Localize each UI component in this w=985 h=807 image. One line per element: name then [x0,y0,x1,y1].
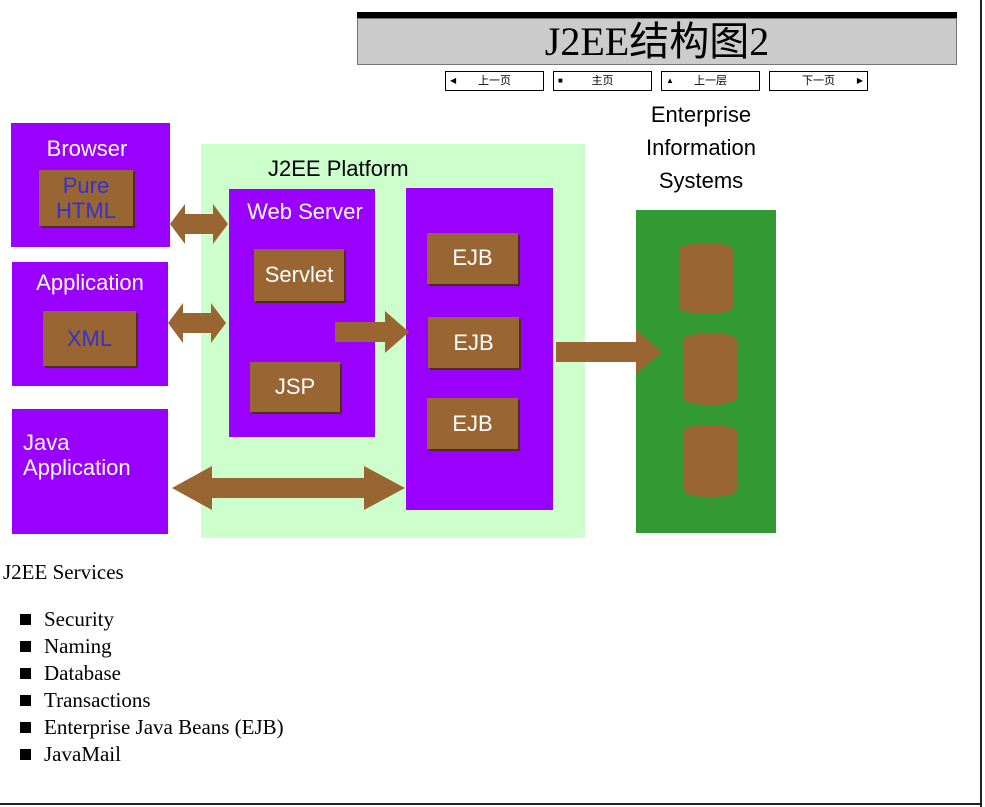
browser-webserver-arrow [170,204,228,244]
web-server-label: Web Server [247,199,363,224]
up-level-label: 上一层 [694,75,727,87]
jsp-label: JSP [274,374,316,399]
list-item: Transactions [20,687,284,714]
window-frame-bottom [0,803,982,805]
ejb-box-3 [427,398,518,449]
ejb-label-1: EJB [452,245,493,270]
services-list: Security Naming Database Transactions En… [20,606,284,768]
xml-box [43,311,136,366]
service-name: Security [44,607,114,631]
square-bullet-icon [20,668,31,679]
service-name: Transactions [44,688,151,712]
pure-html-label: Pure HTML [56,173,116,223]
jsp-box [250,362,340,412]
service-name: JavaMail [44,742,121,766]
list-item: JavaMail [20,741,284,768]
webserver-ejb-arrow [335,311,409,353]
square-bullet-icon [20,722,31,733]
page-title: J2EE结构图2 [544,19,770,64]
eis-label: Enterprise Information Systems [645,102,757,193]
pure-html-box [39,170,133,226]
list-item: Database [20,660,284,687]
prev-page-button[interactable]: ◀ 上一页 [445,71,544,91]
service-name: Enterprise Java Beans (EJB) [44,715,284,739]
prev-page-label: 上一页 [478,75,511,87]
database-cylinder-2 [683,333,737,405]
application-label: Application [36,270,144,295]
java-application-label: Java Application [23,430,131,480]
square-icon: ■ [558,76,563,85]
list-item: Enterprise Java Beans (EJB) [20,714,284,741]
square-bullet-icon [20,641,31,652]
square-bullet-icon [20,749,31,760]
list-item: Naming [20,633,284,660]
triangle-up-icon: ▲ [666,76,674,85]
ejb-box-2 [428,317,519,368]
servlet-label: Servlet [264,262,334,287]
square-bullet-icon [20,695,31,706]
services-title: J2EE Services [3,560,124,584]
next-page-label: 下一页 [802,75,835,87]
browser-label: Browser [46,136,128,161]
square-bullet-icon [20,614,31,625]
service-name: Naming [44,634,112,658]
triangle-left-icon: ◀ [450,76,457,85]
title-top-rule [357,12,957,18]
triangle-right-icon: ▶ [856,76,863,85]
database-cylinder-1 [679,243,733,314]
home-button[interactable]: ■ 主页 [553,71,652,91]
ejb-box-1 [427,233,518,284]
window-frame-right [980,0,982,807]
list-item: Security [20,606,284,633]
platform-label: J2EE Platform [268,156,409,181]
servlet-box [254,249,344,301]
database-cylinder-3 [683,425,737,497]
javaapp-ejb-arrow [172,466,405,510]
home-label: 主页 [591,75,614,87]
up-level-button[interactable]: ▲ 上一层 [661,71,760,91]
next-page-button[interactable]: 下一页 ▶ [769,71,868,91]
service-name: Database [44,661,121,685]
application-webserver-arrow [168,303,226,343]
java-application-client-box [12,409,168,534]
ejb-label-3: EJB [452,411,493,436]
ejb-label-2: EJB [453,330,494,355]
title-banner: J2EE结构图2 [357,18,957,65]
xml-label: XML [66,326,113,351]
ejb-eis-arrow [556,330,662,374]
